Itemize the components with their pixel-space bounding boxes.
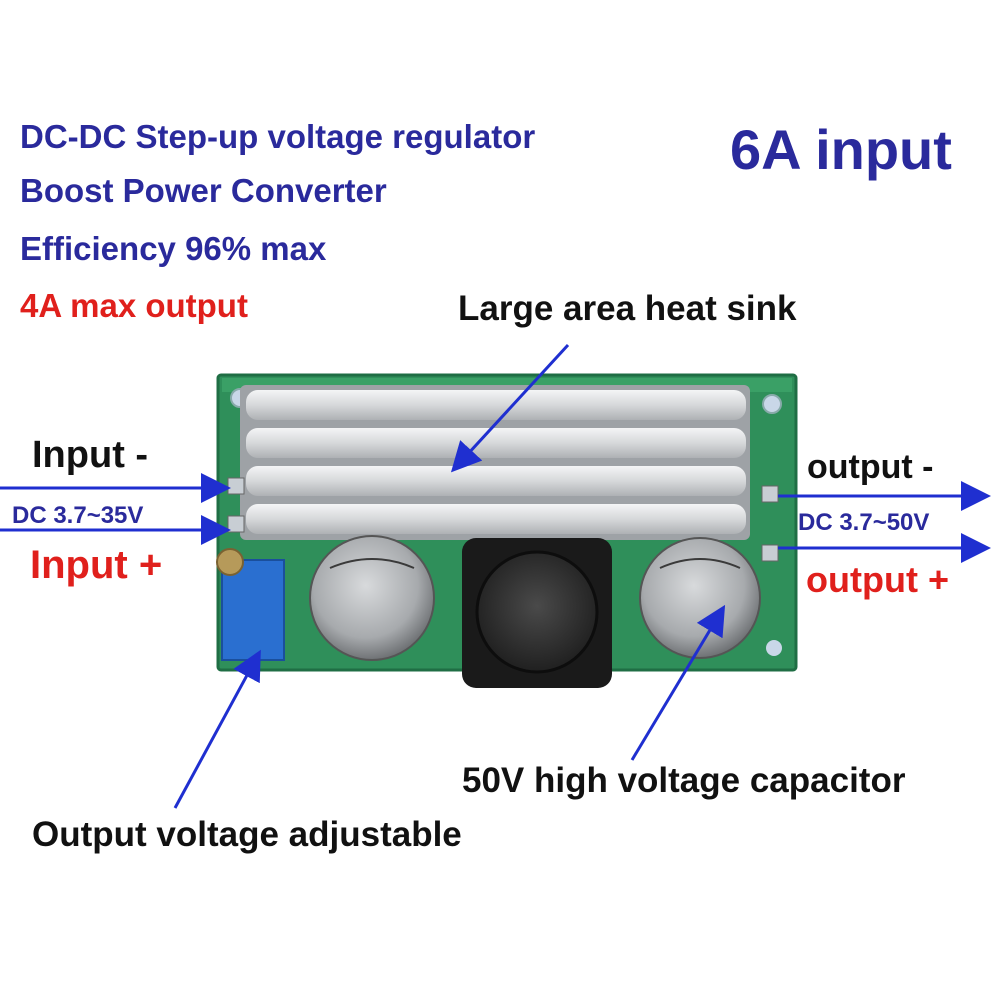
output-positive-label: output +	[806, 559, 949, 600]
output-pos-pad	[761, 544, 779, 562]
capacitor-callout: 50V high voltage capacitor	[462, 761, 906, 800]
output-neg-pad	[761, 485, 779, 503]
mount-hole-tr	[762, 394, 782, 414]
input-negative-label: Input -	[32, 434, 149, 476]
arrow-capacitor	[630, 604, 726, 761]
input-rating: 6A input	[730, 118, 952, 181]
spec-line-1: DC-DC Step-up voltage regulator	[20, 118, 536, 155]
spec-line-4: 4A max output	[20, 287, 248, 324]
potentiometer	[216, 548, 285, 661]
heat-sink	[240, 385, 750, 540]
adjustable-callout: Output voltage adjustable	[32, 815, 462, 854]
input-range-label: DC 3.7~35V	[12, 502, 144, 529]
heat-sink-callout: Large area heat sink	[458, 289, 797, 328]
arrow-heat-sink	[450, 343, 570, 473]
input-positive-label: Input +	[30, 543, 163, 587]
inductor	[462, 538, 612, 688]
arrow-adjustable	[173, 649, 261, 809]
output-negative-label: output -	[807, 448, 934, 486]
mount-hole-br	[766, 640, 782, 656]
spec-line-3: Efficiency 96% max	[20, 230, 327, 267]
spec-line-2: Boost Power Converter	[20, 172, 387, 209]
output-range-label: DC 3.7~50V	[798, 509, 930, 536]
capacitor-right	[639, 537, 761, 659]
input-pos-pad	[227, 515, 245, 533]
capacitor-left	[309, 535, 435, 661]
input-neg-pad	[227, 477, 245, 495]
